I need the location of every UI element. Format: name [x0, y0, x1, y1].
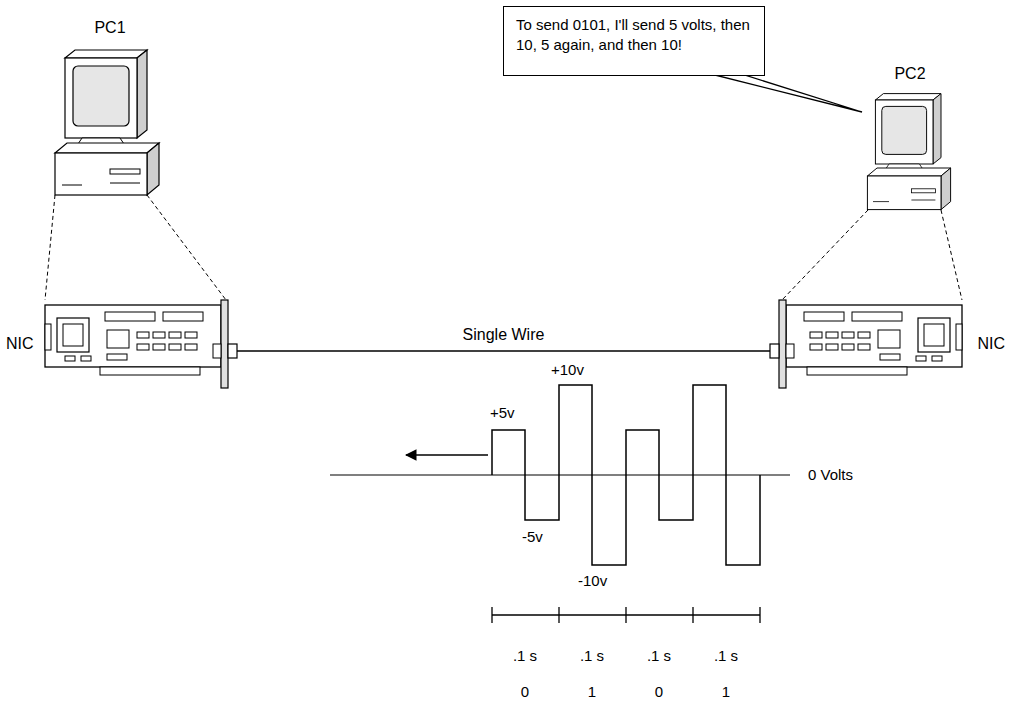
time-scale	[492, 607, 760, 623]
device-label: PC1	[48, 18, 172, 38]
bit-label: 0	[521, 683, 529, 701]
voltage-waveform	[492, 385, 760, 565]
pc-icon	[867, 94, 950, 210]
time-scale	[491, 607, 492, 623]
time-label: .1 s	[580, 647, 604, 665]
bit-label: 1	[722, 683, 730, 701]
zoom-lines	[782, 210, 868, 300]
time-label: .1 s	[714, 647, 738, 665]
time-label: .1 s	[513, 647, 537, 665]
zoom-lines	[941, 210, 962, 300]
time-label: .1 s	[647, 647, 671, 665]
time-scale	[558, 607, 559, 623]
device-label: NIC	[977, 334, 1005, 354]
nic-box: NIC	[770, 300, 1005, 388]
speech-bubble: To send 0101, I'll send 5 volts, then 10…	[503, 6, 765, 76]
speech-text: To send 0101, I'll send 5 volts, then 10…	[516, 15, 752, 54]
device-label: PC2	[848, 64, 972, 84]
time-scale	[625, 607, 626, 623]
time-scale	[692, 607, 693, 623]
voltage-label: +5v	[490, 404, 515, 422]
nic-card	[45, 300, 237, 388]
voltage-label: -5v	[522, 528, 543, 546]
wire-label: Single Wire	[460, 325, 548, 344]
voltage-label: -10v	[578, 572, 607, 590]
direction-arrow	[406, 454, 488, 455]
zoom-lines	[45, 195, 55, 300]
time-scale	[759, 607, 760, 623]
axis-label: 0 Volts	[808, 466, 853, 484]
voltage-label: +10v	[551, 361, 584, 379]
zoom-lines	[45, 195, 962, 300]
wire-connector	[237, 350, 770, 352]
pc-box: PC2	[848, 64, 972, 214]
pc-icon	[55, 50, 159, 195]
zero-axis	[330, 474, 790, 475]
zoom-lines	[147, 195, 226, 300]
nic-card	[770, 300, 962, 388]
bit-label: 0	[655, 683, 663, 701]
pc-box: PC1	[48, 18, 172, 200]
device-label: NIC	[6, 334, 34, 354]
nic-box: NIC	[6, 300, 237, 388]
speech-tail	[703, 72, 862, 112]
bit-label: 1	[588, 683, 596, 701]
